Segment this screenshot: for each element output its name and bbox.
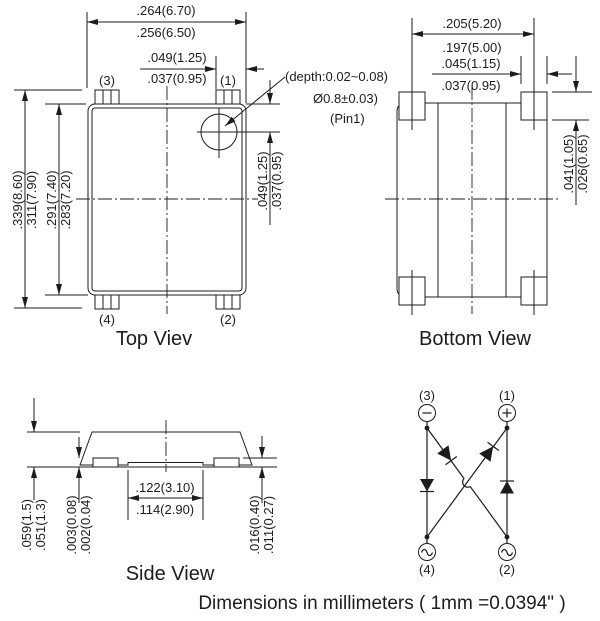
circuit-pin2-label: (2): [499, 562, 515, 577]
units-note: Dimensions in millimeters ( 1mm =0.0394"…: [198, 593, 565, 614]
dim-mark-offset: .049(1.25) .037(0.95): [246, 80, 284, 225]
dim-standoff: .003(0.08) .002(0.04): [64, 437, 93, 555]
pin1-leader-arrow: [224, 76, 286, 127]
bottom-view: .205(5.20) .197(5.00) .045(1.15) .037(0.…: [385, 16, 592, 350]
pin1-note-diameter: Ø0.8±0.03): [313, 91, 378, 106]
bottom-view-caption: Bottom View: [419, 328, 531, 350]
dim-recess-width-max: .122(3.10): [135, 480, 194, 495]
dim-pad-height-max: .041(1.05): [561, 134, 576, 193]
top-view-pin4-label: (4): [99, 312, 115, 327]
diode-left-vertical: [420, 479, 434, 493]
dim-total-height: .059(1.5) .051(1.3): [19, 398, 80, 551]
diagonal-3-to-2-with-hop: [426, 427, 508, 538]
top-view-pin2-label: (2): [220, 312, 236, 327]
dim-body-width-max: .264(6.70): [136, 3, 195, 18]
dim-overall-height: .339(8.60) .311(7.90): [10, 89, 82, 309]
dim-mark-offset-max: .049(1.25): [255, 151, 270, 210]
top-view-pin3-label: (3): [99, 73, 115, 88]
diode-right-vertical: [500, 480, 514, 494]
side-view-right-lead: [213, 457, 240, 468]
top-view-pins: [94, 89, 241, 310]
dim-body-height-min: .283(7.20): [58, 170, 73, 229]
dim-pin-edge: .049(1.25) .037(0.95): [140, 50, 264, 89]
dim-pad-width-max: .045(1.15): [441, 56, 500, 71]
dim-pad-height: .041(1.05) .026(0.65): [552, 56, 592, 205]
dim-recess-width-min: .114(2.90): [136, 502, 194, 517]
dim-body-height-max: .291(7.40): [44, 170, 59, 229]
dim-pad-pitch: .205(5.20) .197(5.00): [412, 16, 534, 55]
dim-overall-height-min: .311(7.90): [24, 171, 39, 229]
dim-pad-width: .045(1.15) .037(0.95): [432, 56, 572, 93]
circuit-pin3-label: (3): [419, 388, 435, 403]
dim-pad-pitch-min: .197(5.00): [442, 40, 501, 55]
circuit-pin4-label: (4): [419, 562, 435, 577]
top-view-caption: Top Viev: [116, 328, 192, 350]
pin1-note: (depth:0.02~0.08) Ø0.8±0.03) (Pin1): [224, 69, 388, 127]
side-view: .059(1.5) .051(1.3) .003(0.08) .002(0.04…: [19, 398, 277, 585]
dim-standoff-min: .002(0.04): [78, 495, 93, 554]
dim-standoff-max: .003(0.08): [64, 495, 79, 554]
dim-lead-thickness: .016(0.40) .011(0.27): [243, 436, 277, 555]
dim-body-width-min: .256(6.50): [136, 25, 195, 40]
pin1-note-depth: (depth:0.02~0.08): [285, 69, 388, 84]
dim-total-height-min: .051(1.3): [33, 499, 48, 551]
dim-recess-width: .122(3.10) .114(2.90): [127, 470, 204, 520]
circuit-diagram: (3) (1) (4) (2): [418, 388, 516, 577]
pin1-note-name: (Pin1): [330, 111, 365, 126]
side-view-caption: Side View: [126, 563, 215, 585]
dim-lead-thickness-max: .016(0.40): [247, 495, 262, 554]
dim-pad-pitch-max: .205(5.20): [442, 16, 501, 31]
diode-diagonal-3-2: [437, 445, 458, 466]
dim-body-width: .264(6.70) .256(6.50): [86, 3, 247, 103]
dim-pad-height-min: .026(0.65): [575, 134, 590, 193]
top-view: .264(6.70) .256(6.50) .049(1.25) .037(0.…: [10, 3, 388, 350]
dim-pin-edge-max: .049(1.25): [147, 50, 206, 65]
dim-overall-height-max: .339(8.60): [10, 170, 25, 229]
dim-mark-offset-min: .037(0.95): [269, 151, 284, 210]
dim-lead-thickness-min: .011(0.27): [261, 496, 276, 554]
side-view-left-lead: [92, 457, 119, 468]
dim-pin-edge-min: .037(0.95): [147, 71, 206, 86]
dim-total-height-max: .059(1.5): [19, 499, 34, 551]
top-view-pin1-label: (1): [220, 73, 236, 88]
dim-pad-width-min: .037(0.95): [441, 78, 500, 93]
dim-body-height: .291(7.40) .283(7.20): [44, 103, 88, 296]
diode-diagonal-4-1: [479, 441, 500, 462]
circuit-pin1-label: (1): [499, 388, 515, 403]
